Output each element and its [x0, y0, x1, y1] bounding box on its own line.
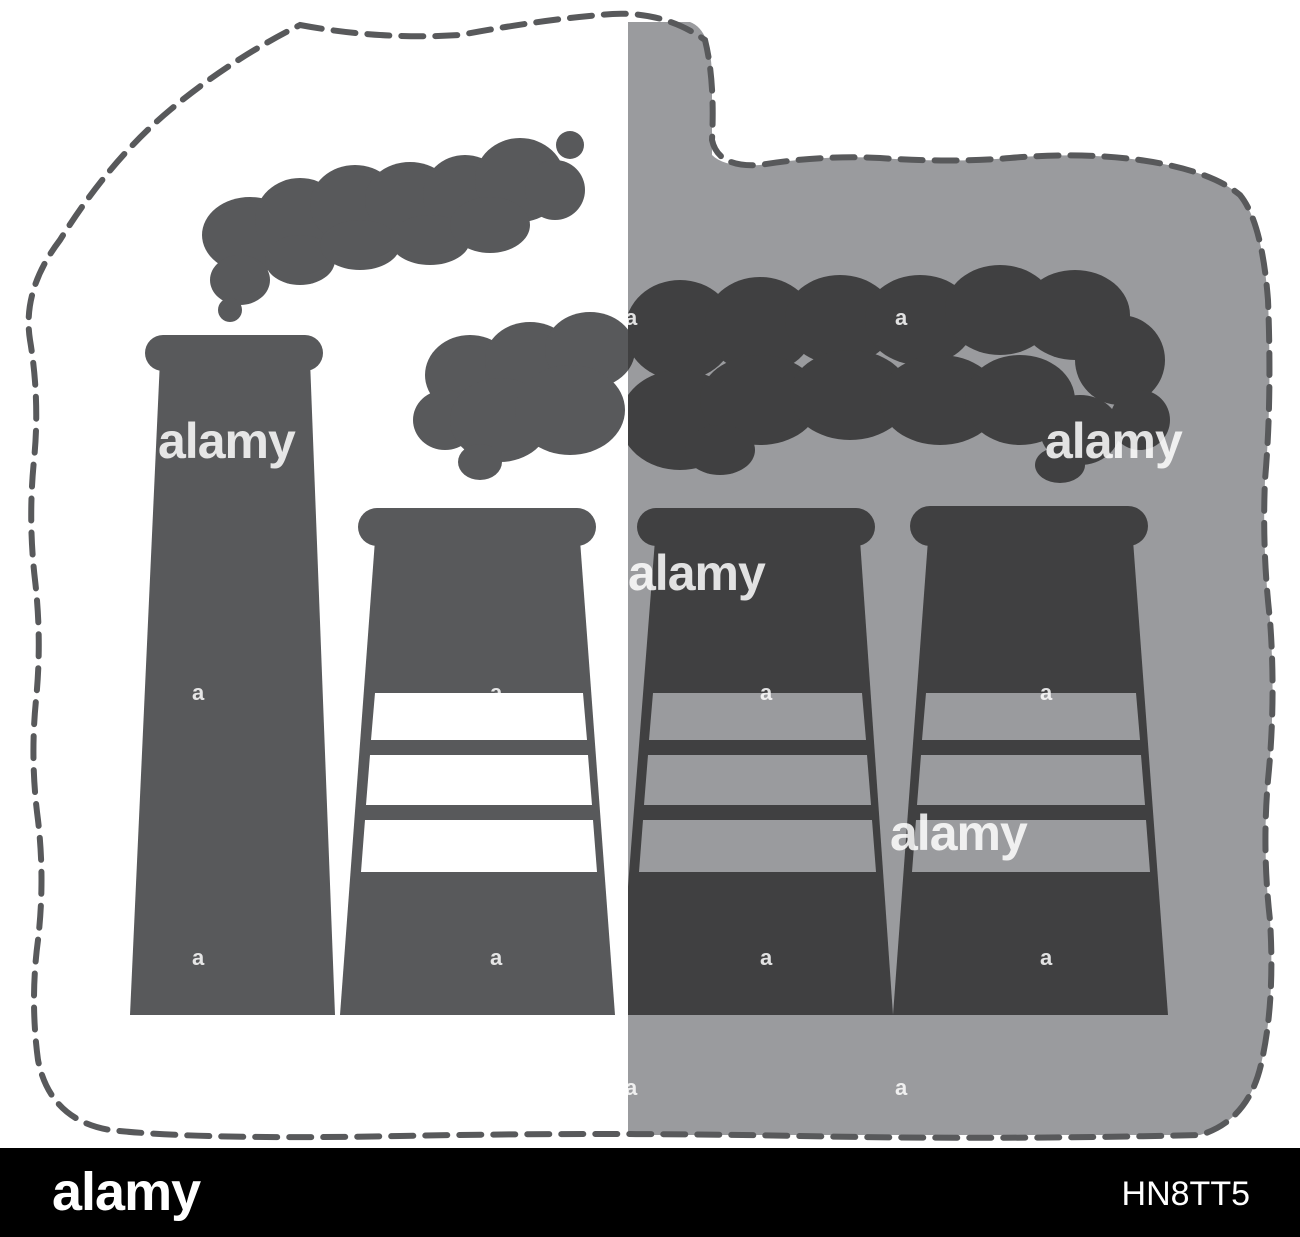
- svg-text:a: a: [192, 680, 205, 705]
- svg-text:a: a: [895, 305, 908, 330]
- footer-bar: alamy HN8TT5: [0, 1148, 1300, 1237]
- svg-text:a: a: [1270, 550, 1283, 575]
- svg-text:alamy: alamy: [628, 545, 766, 601]
- svg-text:a: a: [215, 37, 228, 62]
- dashed-outline: [25, 10, 1276, 1141]
- svg-text:a: a: [8, 550, 21, 575]
- image-id: HN8TT5: [1121, 1175, 1250, 1213]
- smoke-cloud-icon: [628, 265, 1170, 483]
- svg-text:a: a: [760, 945, 773, 970]
- svg-text:a: a: [8, 815, 21, 840]
- svg-text:a: a: [625, 1075, 638, 1100]
- smoke-cloud-icon: [413, 312, 628, 480]
- svg-text:a: a: [350, 1075, 363, 1100]
- tall-chimney: [130, 335, 335, 1015]
- svg-text:a: a: [760, 680, 773, 705]
- svg-text:a: a: [192, 945, 205, 970]
- svg-text:a: a: [1040, 37, 1053, 62]
- watermark: alamy alamy alamy alamy a a a a a a a a …: [8, 37, 1283, 1100]
- svg-text:alamy: alamy: [1045, 413, 1183, 469]
- svg-text:a: a: [625, 305, 638, 330]
- factory-sticker-illustration: alamy alamy alamy alamy a a a a a a a a …: [8, 10, 1283, 1141]
- svg-text:a: a: [1270, 815, 1283, 840]
- svg-text:a: a: [490, 945, 503, 970]
- svg-text:alamy: alamy: [158, 413, 296, 469]
- svg-text:a: a: [895, 1075, 908, 1100]
- smoke-cloud-icon: [202, 131, 585, 322]
- svg-text:a: a: [350, 305, 363, 330]
- svg-text:a: a: [490, 37, 503, 62]
- svg-text:a: a: [1040, 945, 1053, 970]
- cooling-tower-stripes: [361, 693, 1150, 872]
- svg-text:a: a: [1040, 680, 1053, 705]
- svg-text:a: a: [760, 37, 773, 62]
- svg-text:a: a: [490, 680, 503, 705]
- brand-logo: alamy: [52, 1162, 201, 1222]
- svg-text:alamy: alamy: [890, 805, 1028, 861]
